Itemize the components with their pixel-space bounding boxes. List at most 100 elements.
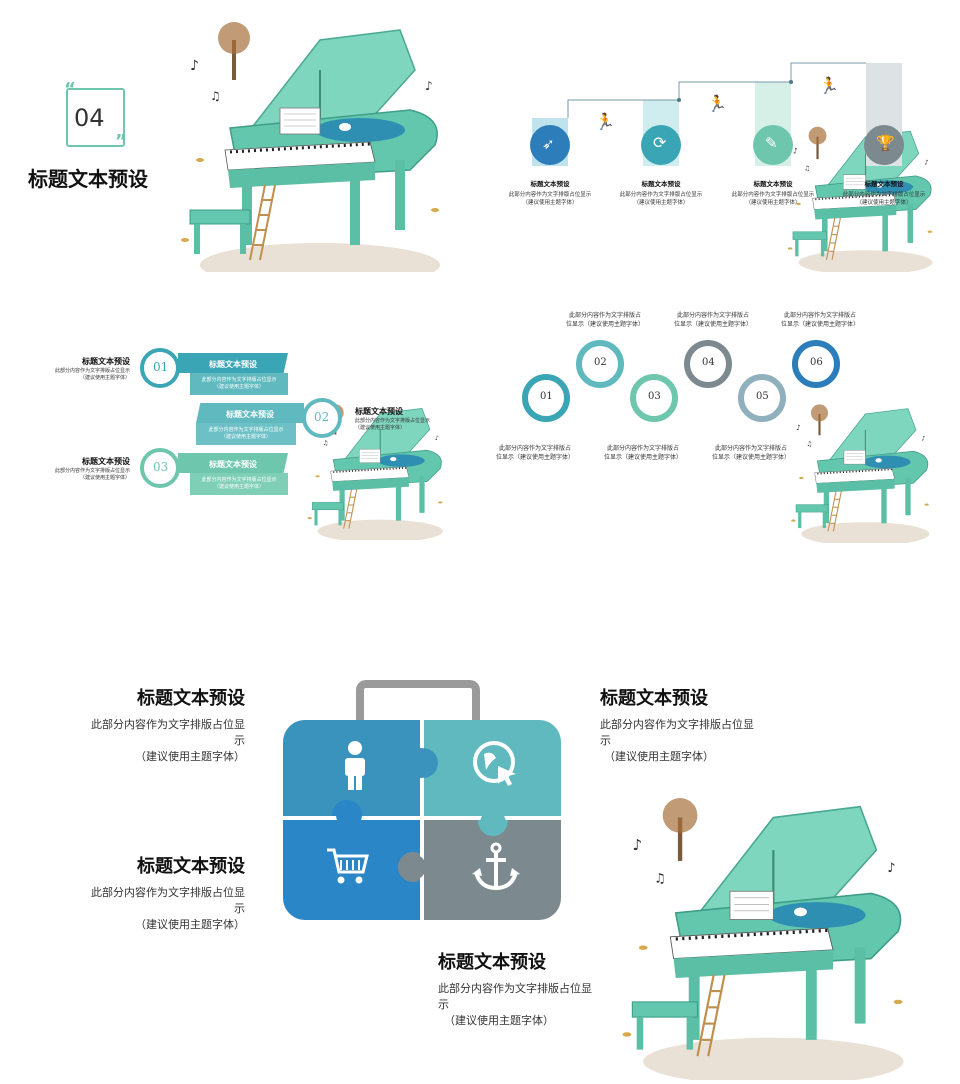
- number-ring-2: [302, 398, 342, 438]
- ribbon-label: 标题文本预设: [209, 360, 257, 369]
- ribbon-desc-line: （建议使用主题字体）: [213, 484, 264, 490]
- block-title: 标题文本预设: [137, 856, 245, 877]
- ribbon-1-tail: [190, 373, 288, 395]
- side-desc: 此部分内容作为文字排版占位显示: [54, 368, 130, 374]
- step-text-3: 标题文本预设 此部分内容作为文字排版占位显示 （建议使用主题字体）: [723, 178, 823, 206]
- runner-icon: 🏃: [707, 94, 727, 113]
- node-number-4: 04: [702, 357, 715, 368]
- brush-icon: ✎: [765, 134, 778, 152]
- slide-5: 标题文本预设 此部分内容作为文字排版占位显 示 （建议使用主题字体） 标题文本预…: [0, 560, 960, 1084]
- slide-2: 🏃 🏃 🏃 ➶ ⟳ ✎ 🏆 标题文本预设 此部分内容作为文字排版占位显示 （建议…: [485, 0, 960, 272]
- quote-open-icon: “: [64, 79, 76, 100]
- ribbon-desc-line: （建议使用主题字体）: [213, 384, 264, 390]
- puzzle-knob: [408, 748, 434, 778]
- ribbon-label: 标题文本预设: [209, 460, 257, 469]
- quote-close-icon: ”: [115, 131, 127, 152]
- node-desc: 位显示（建议使用主题字体）: [780, 321, 859, 328]
- block-desc: （建议使用主题字体）: [135, 750, 245, 763]
- side-title: 标题文本预设: [82, 457, 130, 466]
- step-text-4: 标题文本预设 此部分内容作为文字排版占位显示 （建议使用主题字体）: [834, 178, 934, 206]
- node-ring-6: [792, 340, 840, 388]
- bottom-text-3: 此部分内容作为文字排版占 位显示（建议使用主题字体）: [706, 443, 796, 461]
- ribbon-3: [178, 453, 288, 473]
- node-desc: 此部分内容作为文字排版占: [568, 312, 641, 319]
- step-text-1: 标题文本预设 此部分内容作为文字排版占位显示 （建议使用主题字体）: [500, 178, 600, 206]
- piano-illustration: [620, 796, 906, 1080]
- ribbon-2: [196, 403, 304, 423]
- step-desc: 此部分内容作为文字排版占位显示: [731, 192, 815, 198]
- step-circle-3: [753, 125, 793, 165]
- staircase-line: [567, 62, 866, 118]
- block-desc: 示: [234, 734, 245, 747]
- node-desc: 此部分内容作为文字排版占: [714, 445, 787, 452]
- step-desc: （建议使用主题字体）: [522, 200, 578, 206]
- node-desc: 此部分内容作为文字排版占: [606, 445, 679, 452]
- block-title: 标题文本预设: [600, 688, 708, 709]
- step-title: 标题文本预设: [753, 180, 793, 188]
- node-number-2: 02: [594, 357, 607, 368]
- slide-1: “ ” 04 标题文本预设: [0, 0, 475, 272]
- side-desc: 此部分内容作为文字排版占位显示: [355, 418, 431, 424]
- puzzle-knob: [400, 854, 426, 880]
- node-number-5: 05: [756, 391, 769, 402]
- step-title: 标题文本预设: [530, 180, 570, 188]
- step-desc: （建议使用主题字体）: [856, 200, 912, 206]
- section-number: 04: [74, 104, 105, 132]
- side-text-2: 标题文本预设 此部分内容作为文字排版占位显示 （建议使用主题字体）: [355, 406, 440, 431]
- puzzle-gap: [420, 720, 424, 920]
- ribbon-desc-line: 此部分内容作为文字排版占位显示: [201, 377, 277, 383]
- ribbon-desc: 此部分内容作为文字排版占位显示 （建议使用主题字体）: [190, 477, 288, 491]
- briefcase-handle: [356, 680, 480, 730]
- info-block-2: 标题文本预设 此部分内容作为文字排版占位显 示 （建议使用主题字体）: [600, 684, 800, 764]
- step-desc: （建议使用主题字体）: [633, 200, 689, 206]
- node-ring-2: [576, 340, 624, 388]
- info-block-4: 标题文本预设 此部分内容作为文字排版占位显 示 （建议使用主题字体）: [438, 948, 638, 1028]
- ribbon-label: 标题文本预设: [226, 410, 274, 419]
- runner-icon: 🏃: [595, 112, 615, 131]
- node-number-6: 06: [810, 357, 823, 368]
- ribbon-desc-line: 此部分内容作为文字排版占位显示: [208, 427, 284, 433]
- step-desc: （建议使用主题字体）: [745, 200, 801, 206]
- side-desc: （建议使用主题字体）: [79, 375, 130, 381]
- anchor-icon: [472, 842, 520, 891]
- bottom-text-1: 此部分内容作为文字排版占 位显示（建议使用主题字体）: [490, 443, 580, 461]
- node-desc: 位显示（建议使用主题字体）: [673, 321, 752, 328]
- node-desc: 位显示（建议使用主题字体）: [495, 454, 574, 461]
- block-title: 标题文本预设: [137, 688, 245, 709]
- step-circle-2: [641, 125, 681, 165]
- node-desc: 位显示（建议使用主题字体）: [711, 454, 790, 461]
- number-ring-1: [140, 348, 180, 388]
- section-title: 标题文本预设: [28, 167, 148, 191]
- node-desc: 此部分内容作为文字排版占: [676, 312, 749, 319]
- piano-illustration: [790, 403, 931, 543]
- info-block-1: 标题文本预设 此部分内容作为文字排版占位显 示 （建议使用主题字体）: [65, 684, 245, 764]
- node-number-1: 01: [540, 391, 553, 402]
- piano-illustration: [179, 20, 442, 272]
- node-ring-1: [522, 374, 570, 422]
- node-ring-4: [684, 340, 732, 388]
- ribbon-desc-line: （建议使用主题字体）: [220, 434, 271, 440]
- block-desc: 此部分内容作为文字排版占位显: [91, 886, 245, 899]
- block-desc: 此部分内容作为文字排版占位显: [600, 718, 754, 731]
- step-desc: 此部分内容作为文字排版占位显示: [508, 192, 592, 198]
- runner-icon: 🏃: [819, 76, 839, 95]
- ribbon-desc: 此部分内容作为文字排版占位显示 （建议使用主题字体）: [196, 427, 296, 441]
- node-desc: 位显示（建议使用主题字体）: [565, 321, 644, 328]
- number-1: 01: [153, 360, 169, 374]
- top-text-1: 此部分内容作为文字排版占 位显示（建议使用主题字体）: [560, 310, 650, 328]
- puzzle-gap: [283, 816, 561, 820]
- section-number-frame: [66, 88, 125, 147]
- side-text-3: 标题文本预设 此部分内容作为文字排版占位显示 （建议使用主题字体）: [45, 456, 130, 481]
- puzzle-piece-top-right: [424, 720, 561, 816]
- slide-3: 标题文本预设 此部分内容作为文字排版占位显示 （建议使用主题字体） 标题文本预设…: [0, 278, 475, 548]
- block-desc: 此部分内容作为文字排版占位显: [438, 982, 592, 995]
- node-ring-5: [738, 374, 786, 422]
- rocket-icon: ➶: [542, 135, 555, 153]
- block-desc: （建议使用主题字体）: [444, 1014, 554, 1027]
- block-desc: （建议使用主题字体）: [135, 918, 245, 931]
- step-circle-1: [530, 125, 570, 165]
- number-2: 02: [314, 410, 330, 424]
- block-desc: （建议使用主题字体）: [604, 750, 714, 763]
- side-title: 标题文本预设: [355, 407, 403, 416]
- block-title: 标题文本预设: [438, 952, 546, 973]
